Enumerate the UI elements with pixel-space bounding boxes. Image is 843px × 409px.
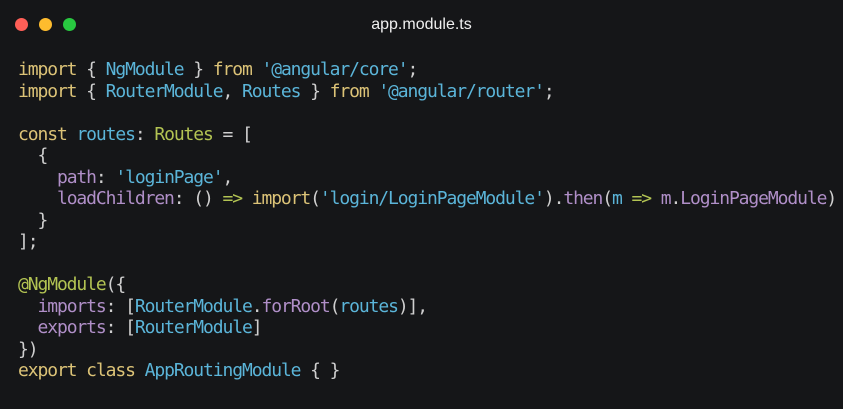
code-token-pun: : [ — [105, 317, 136, 338]
code-line: exports: [RouterModule] — [18, 317, 836, 339]
code-token-pun: : [ — [105, 295, 136, 317]
code-line: ]; — [18, 231, 836, 253]
code-token-pun: ). — [543, 188, 565, 209]
code-token-pun: ({ — [105, 274, 127, 295]
code-token-pun: ; — [407, 59, 419, 80]
code-token-kw: import — [18, 59, 78, 80]
code-token-type: Routes — [154, 123, 214, 145]
code-token-pun: } — [18, 209, 48, 231]
code-token-pun: ] — [251, 317, 263, 338]
code-token-kw: from — [212, 59, 253, 80]
code-line: import { NgModule } from '@angular/core'… — [18, 59, 836, 81]
code-block: import { NgModule } from '@angular/core'… — [18, 59, 837, 382]
code-token-pun: } — [300, 80, 330, 102]
code-token-fn: forRoot — [261, 295, 330, 317]
code-token-id: m — [612, 188, 623, 209]
window-title: app.module.ts — [371, 16, 472, 33]
code-token-pun: ; — [543, 80, 555, 102]
code-token-pun: { — [76, 59, 106, 80]
code-token-pun: { — [18, 145, 48, 166]
code-token-pun — [18, 296, 37, 317]
code-line: @NgModule({ — [18, 274, 836, 296]
code-token-str: 'loginPage' — [115, 166, 223, 188]
code-token-pun: = [ — [212, 123, 253, 145]
code-token-prop: loadChildren — [56, 188, 175, 209]
code-line: { — [18, 145, 836, 167]
code-token-pun — [622, 188, 632, 209]
code-token-pun — [135, 360, 145, 381]
code-token-arrow: => — [222, 188, 243, 209]
code-token-pun: ( — [329, 295, 341, 317]
code-token-dec: @NgModule — [18, 274, 107, 295]
code-line: imports: [RouterModule.forRoot(routes)], — [18, 296, 836, 318]
code-token-kw: const — [18, 123, 68, 145]
code-token-pun: : — [134, 123, 155, 145]
code-token-pun: ]; — [18, 231, 39, 252]
window-titlebar: app.module.ts — [0, 0, 843, 50]
code-token-prop: m — [660, 188, 672, 209]
code-line — [18, 102, 836, 124]
code-token-id: RouterModule — [134, 295, 253, 317]
code-token-pun — [18, 167, 57, 188]
code-line: const routes: Routes = [ — [18, 124, 836, 146]
code-token-pun — [18, 188, 57, 209]
code-line: } — [18, 210, 836, 232]
code-token-pun — [242, 188, 252, 209]
code-token-id: AppRoutingModule — [144, 360, 302, 381]
code-token-str: '@angular/core' — [261, 59, 408, 80]
code-line: path: 'loginPage', — [18, 167, 836, 189]
code-token-kw: import — [18, 80, 78, 102]
code-token-kw: import — [251, 188, 312, 209]
code-token-pun: { — [76, 80, 106, 102]
code-token-id: routes — [76, 123, 136, 145]
code-token-pun: } — [183, 59, 213, 80]
code-line: export class AppRoutingModule { } — [18, 360, 836, 382]
code-token-pun: , — [222, 166, 234, 188]
code-token-prop: exports — [37, 317, 106, 338]
code-token-pun: { } — [300, 360, 340, 381]
code-token-str: '@angular/router' — [378, 80, 545, 102]
code-line: import { RouterModule, Routes } from '@a… — [18, 81, 836, 103]
code-token-pun: . — [251, 295, 263, 317]
code-token-prop: imports — [37, 295, 106, 317]
code-token-pun: }) — [18, 338, 39, 360]
code-token-id: Routes — [241, 80, 302, 102]
code-token-pun — [76, 360, 86, 381]
code-token-pun — [252, 59, 262, 80]
code-token-pun: ) — [826, 188, 837, 209]
code-line: loadChildren: () => import('login/LoginP… — [18, 188, 837, 210]
code-token-pun — [18, 317, 37, 338]
code-token-pun: )], — [397, 295, 428, 317]
code-token-id: NgModule — [105, 59, 185, 80]
code-token-kw: class — [86, 360, 136, 381]
code-token-fn: then — [563, 188, 603, 209]
code-token-str: 'login/LoginPageModule' — [319, 188, 545, 209]
code-token-arrow: => — [631, 188, 653, 209]
maximize-window-button[interactable] — [63, 18, 76, 31]
code-token-pun — [651, 188, 661, 209]
code-token-pun — [369, 81, 379, 102]
code-token-pun: ( — [602, 188, 613, 209]
code-token-pun: : — [95, 166, 116, 188]
close-window-button[interactable] — [15, 18, 28, 31]
code-token-pun: . — [670, 188, 682, 209]
code-token-kw: export — [18, 360, 78, 381]
code-token-pun: , — [222, 80, 242, 102]
code-line — [18, 253, 836, 275]
code-token-pun: : () — [173, 188, 223, 209]
minimize-window-button[interactable] — [39, 18, 52, 31]
code-token-kw: from — [329, 80, 370, 102]
code-token-pun: ( — [310, 188, 321, 209]
code-token-id: RouterModule — [105, 80, 224, 102]
code-token-prop: path — [56, 166, 97, 188]
code-token-pun — [67, 124, 77, 145]
code-token-prop: LoginPageModule — [680, 188, 827, 209]
code-line: }) — [18, 339, 836, 361]
code-token-id: routes — [339, 295, 399, 317]
code-token-id: RouterModule — [134, 317, 253, 338]
